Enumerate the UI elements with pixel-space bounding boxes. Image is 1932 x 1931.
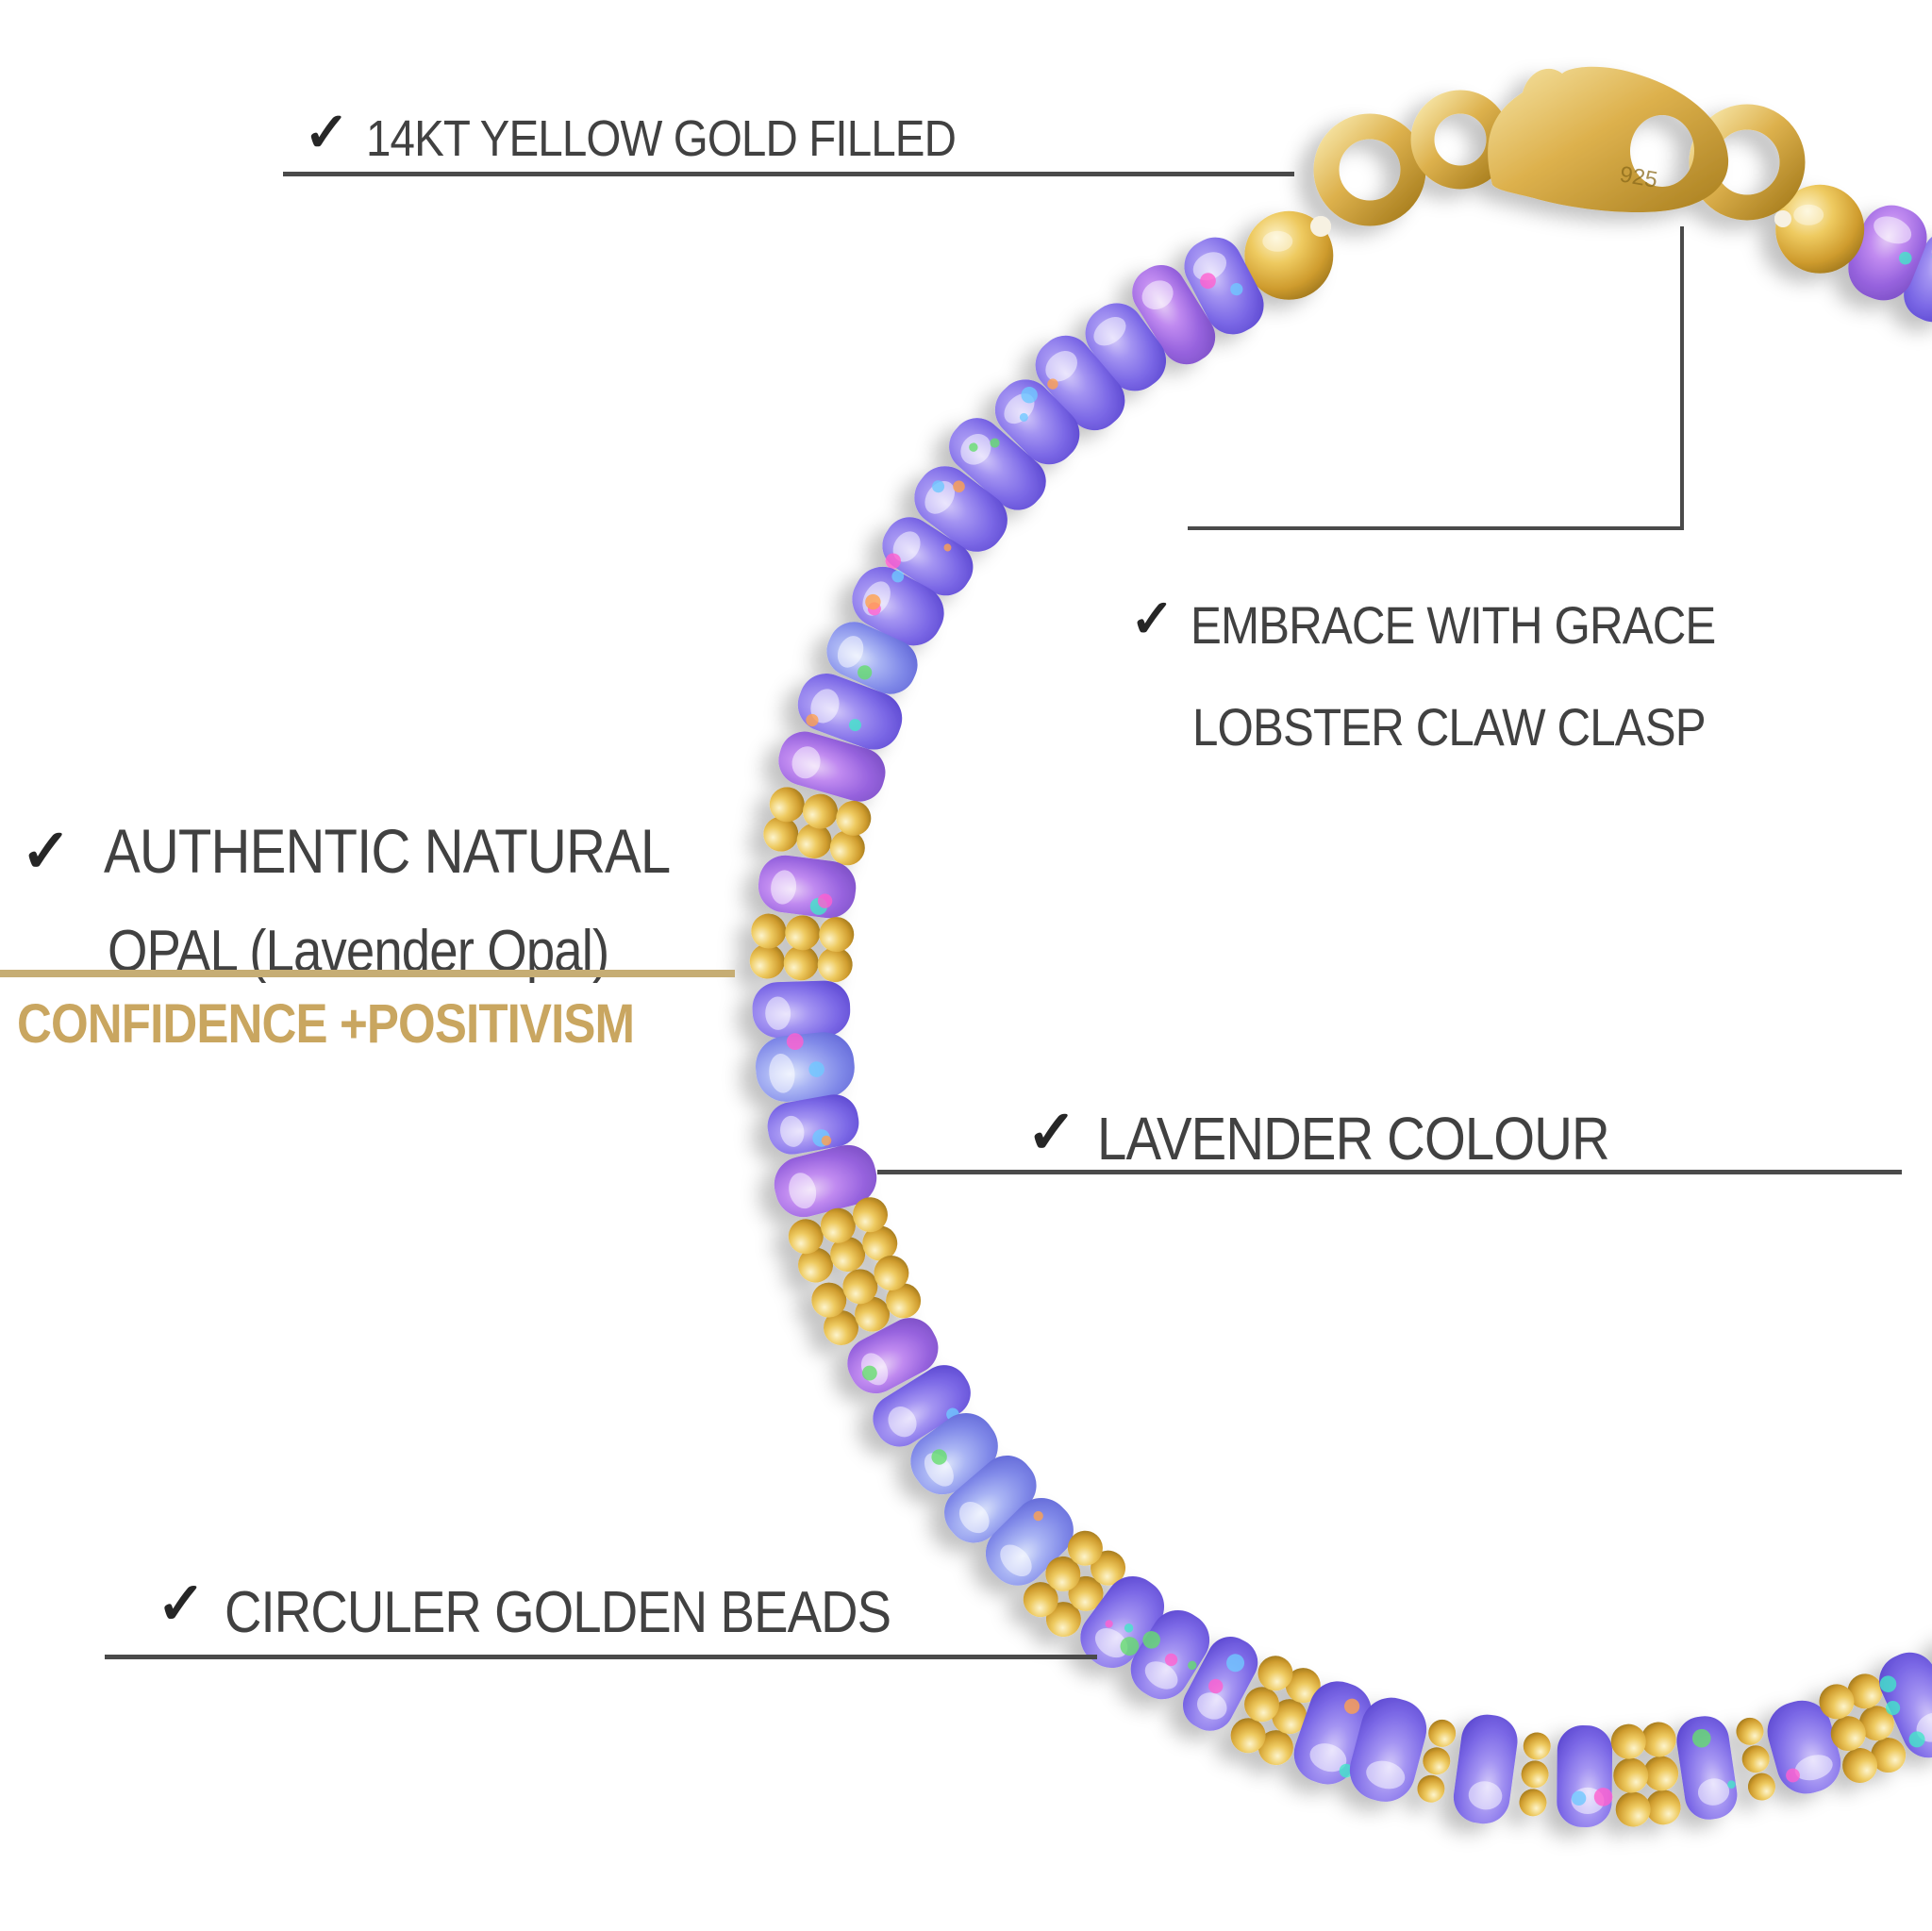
- beads-label: CIRCULER GOLDEN BEADS: [225, 1580, 891, 1645]
- lavender-label: LAVENDER COLOUR: [1097, 1105, 1610, 1173]
- clasp-callout-line-horizontal: [1188, 526, 1684, 530]
- gold-divider-line: [0, 970, 735, 977]
- check-icon: ✓: [157, 1572, 206, 1637]
- check-icon: ✓: [304, 102, 350, 163]
- check-icon: ✓: [1026, 1098, 1077, 1166]
- lavender-underline: [877, 1170, 1902, 1174]
- tagline-text: CONFIDENCE +POSITIVISM: [17, 993, 635, 1055]
- check-icon: ✓: [21, 817, 72, 885]
- beads-underline: [105, 1655, 1097, 1659]
- clasp-label-line2: LOBSTER CLAW CLASP: [1192, 697, 1707, 757]
- gold-filled-underline: [283, 172, 1294, 176]
- clasp-callout-line-vertical: [1680, 226, 1684, 530]
- check-icon: ✓: [1130, 589, 1174, 648]
- clasp-group: 925: [1310, 66, 1806, 237]
- opal-label-line1: AUTHENTIC NATURAL: [104, 816, 671, 886]
- clasp-label-line1: EMBRACE WITH GRACE: [1191, 595, 1716, 655]
- gold-filled-label: 14KT YELLOW GOLD FILLED: [366, 110, 957, 167]
